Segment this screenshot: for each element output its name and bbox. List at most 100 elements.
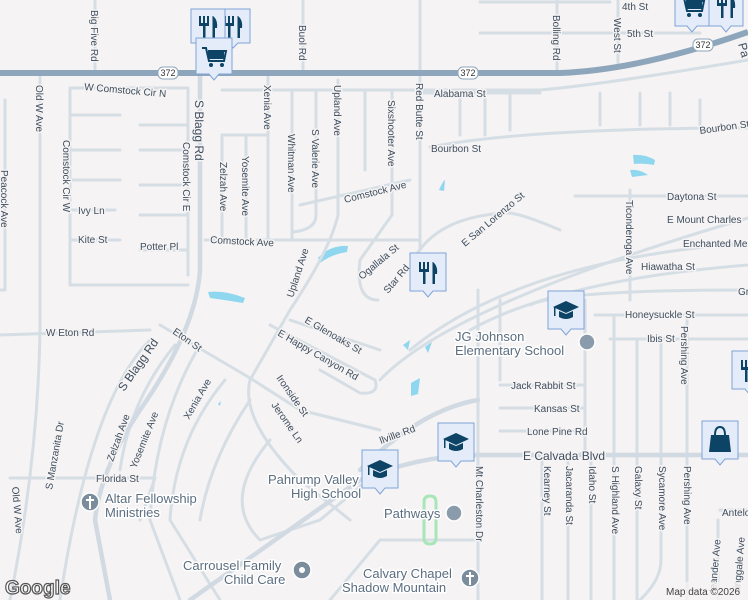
place-pathways[interactable]: Pathways (383, 504, 463, 523)
google-logo: Google (5, 578, 70, 599)
street-label: E Mount Charles (667, 215, 741, 226)
street-label: E Calvada Blvd (523, 449, 605, 463)
street-label: 4th St (622, 2, 648, 13)
svg-text:Altar Fellowship: Altar Fellowship (105, 491, 197, 506)
place-jg-johnson[interactable]: JG Johnson Elementary School (454, 328, 596, 360)
street-label: Potter Pl (140, 242, 178, 253)
svg-text:Ministries: Ministries (105, 505, 160, 520)
marker-school[interactable] (437, 422, 475, 468)
street-label: Buol Rd (296, 25, 307, 61)
water-bodies (208, 154, 655, 406)
street-label: Old W Ave (9, 486, 24, 534)
street-label: Ibis St (647, 334, 675, 345)
marker-school[interactable] (547, 290, 585, 336)
highway-372 (0, 29, 748, 76)
street-label: Kearney St (541, 466, 552, 516)
street-label: Idaho St (586, 466, 597, 503)
street-label: Big Five Rd (88, 10, 99, 62)
street-label: Upland Ave (285, 247, 311, 299)
street-label: Comstock Ave (343, 180, 408, 206)
track (422, 494, 438, 546)
street-label: Sixshooter Ave (385, 100, 396, 167)
street-label: Pa (735, 41, 748, 59)
street-label: Gr (738, 287, 748, 298)
street-label: Daytona St (667, 192, 717, 203)
street-label: Lone Pine Rd (527, 427, 588, 438)
svg-text:Carrousel Family: Carrousel Family (183, 558, 282, 573)
marker-grocery[interactable] (195, 37, 233, 81)
street-label: Yosemite Ave (239, 156, 250, 216)
svg-text:372: 372 (460, 68, 475, 78)
street-label: Bourbon St (431, 144, 481, 155)
street-label: Kite St (78, 235, 108, 246)
street-label: Kansas St (534, 404, 580, 415)
svg-text:Child Care: Child Care (224, 572, 285, 587)
street-label: Comstock Cir E (180, 142, 191, 212)
street-label: W Eton Rd (46, 328, 94, 339)
street-label: Red Butte St (413, 83, 424, 140)
street-label: West St (611, 18, 622, 53)
street-label: Whitman Ave (285, 134, 296, 193)
svg-text:Shadow Mountain: Shadow Mountain (342, 580, 446, 595)
svg-text:372: 372 (695, 40, 710, 50)
svg-text:Pahrump Valley: Pahrump Valley (268, 472, 359, 487)
street-label: Jacaranda St (563, 466, 574, 525)
street-label: S Highland Ave (609, 466, 620, 535)
svg-text:Calvary Chapel: Calvary Chapel (363, 566, 452, 581)
street-label: Honeysuckle St (625, 310, 695, 321)
street-label: Jack Rabbit St (511, 381, 576, 392)
street-label: Comstock Cir W (60, 140, 71, 213)
street-label: Peacock Ave (0, 170, 9, 228)
svg-text:Elementary School: Elementary School (455, 343, 564, 358)
street-label: Sycamore Ave (656, 466, 667, 531)
street-label: Bourbon St (699, 119, 748, 137)
place-carrousel[interactable]: Carrousel Family Child Care (182, 557, 312, 589)
svg-text:JG Johnson: JG Johnson (455, 329, 524, 344)
street-label: Upland Ave (331, 85, 342, 136)
street-label: Xenia Ave (261, 85, 272, 130)
street-label: E Happy Canyon Rd (276, 328, 360, 383)
school-icon (578, 333, 596, 351)
street-label: Old W Ave (33, 85, 44, 132)
svg-text:Pathways: Pathways (384, 506, 441, 521)
marker-school[interactable] (361, 449, 399, 495)
highway-shield: 372 372 372 (157, 38, 714, 80)
street-label: Star Rd (382, 263, 412, 296)
street-label: Florida St (96, 474, 139, 485)
street-label: Zelzah Ave (217, 162, 228, 212)
marker-grocery[interactable] (674, 0, 710, 33)
street-label: W Comstock Cir N (84, 82, 167, 100)
street-label: S Valerie Ave (309, 129, 320, 189)
street-label: Zelzah Ave (105, 413, 132, 463)
street-label: Comstock Ave (210, 235, 275, 249)
street-label: Ivy Ln (78, 206, 105, 217)
place-altar-fellowship[interactable]: Altar Fellowship Ministries (80, 490, 198, 522)
marker-restaurant[interactable] (731, 350, 748, 395)
street-label: Bolling Rd (550, 15, 561, 61)
marker-restaurant[interactable] (409, 252, 447, 298)
marker-shopping[interactable] (701, 420, 739, 466)
marker-restaurant[interactable] (708, 0, 744, 33)
street-label: Galaxy St (632, 466, 643, 510)
place-calvary-chapel[interactable]: Calvary Chapel Shadow Mountain (341, 565, 480, 597)
street-label: Hiawatha St (641, 262, 695, 273)
street-label: Pershing Ave (678, 326, 689, 385)
street-label: Ticonderoga Ave (623, 200, 634, 275)
street-label: Pershing Ave (681, 466, 692, 525)
street-label: Antelo (722, 508, 748, 519)
svg-text:High School: High School (291, 486, 361, 501)
school-icon (445, 504, 463, 522)
street-label: Enchanted Me (683, 239, 748, 250)
street-label: S Manzanita Dr (44, 420, 67, 490)
street-label: ringgale Ave (732, 536, 748, 592)
street-label: llville Rd (378, 424, 417, 447)
place-pahrump-valley-high-school[interactable]: Pahrump Valley High School (267, 471, 363, 503)
map-attribution: Map data ©2026 (666, 587, 741, 598)
street-label: S Blagg Rd (192, 100, 206, 161)
street-label: Mt Charleston Dr (473, 466, 484, 542)
street-label: 5th St (627, 29, 653, 40)
svg-text:372: 372 (160, 68, 175, 78)
